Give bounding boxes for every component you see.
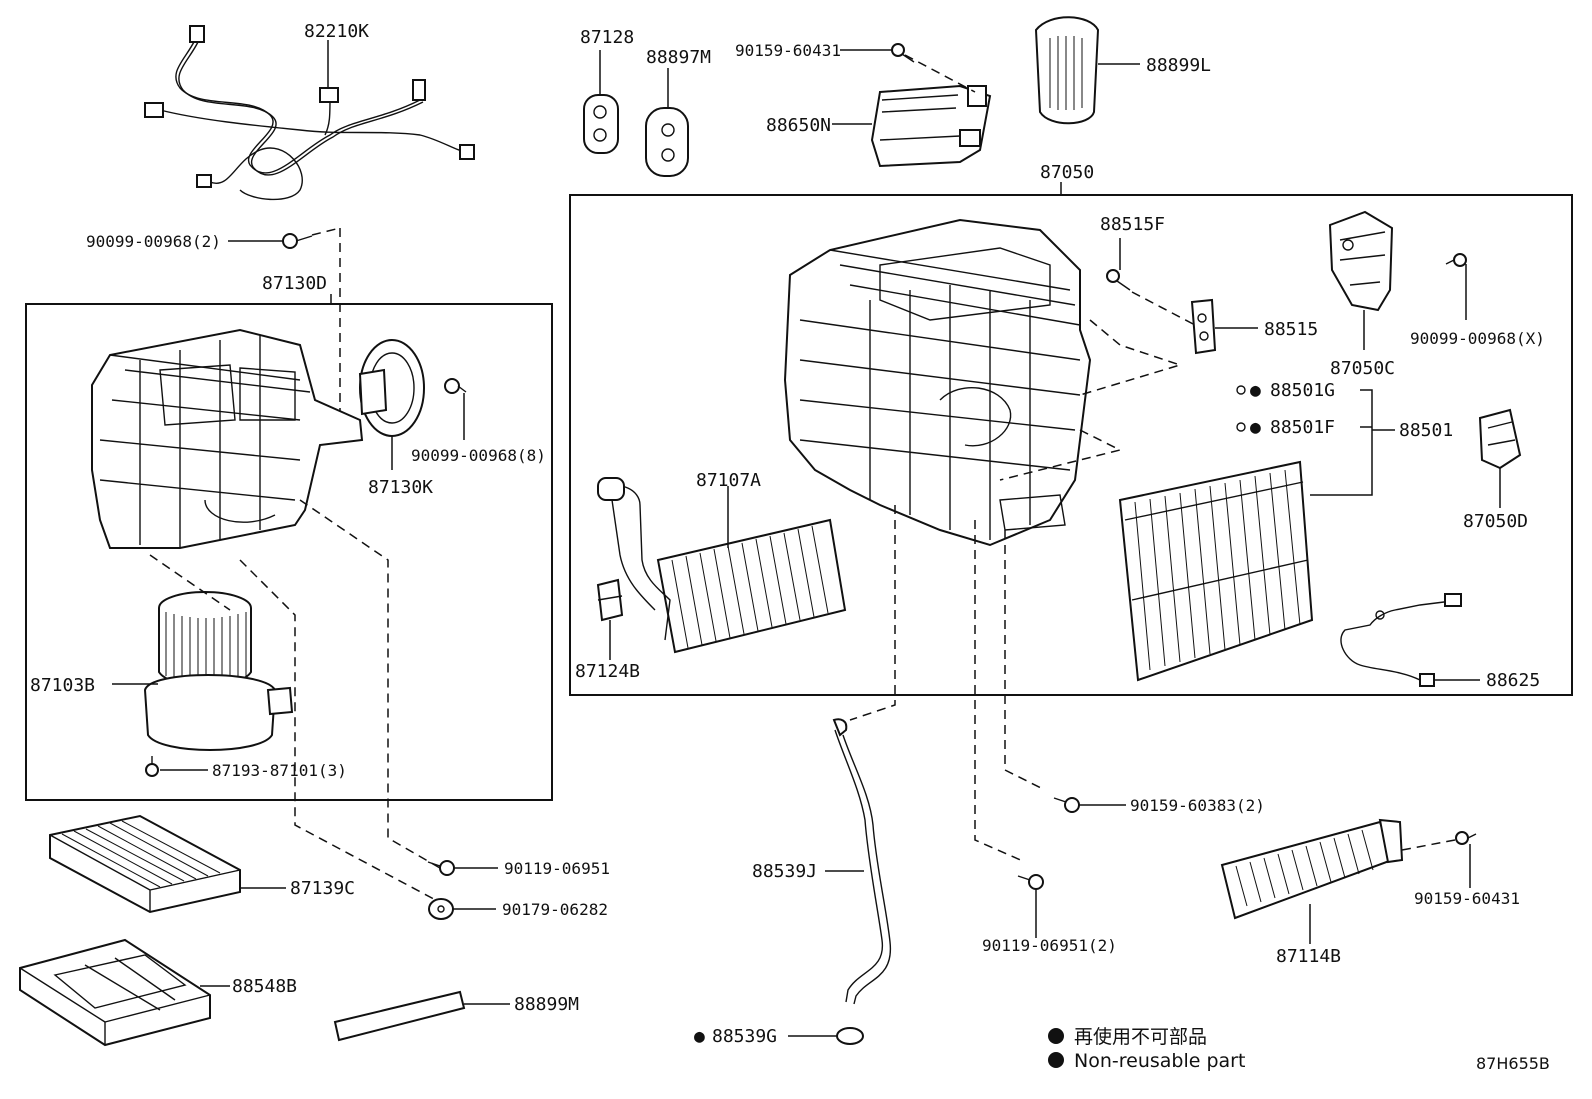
legend-bullet-jp — [1048, 1028, 1064, 1044]
o-ring-88501f — [1236, 422, 1246, 432]
wire-harness-82210k — [144, 25, 475, 201]
label-90119-06951-2: 90119-06951(2) — [982, 936, 1117, 955]
fan-shroud-87130k — [358, 339, 425, 470]
label-90159-60431-right: 90159-60431 — [1414, 889, 1520, 908]
label-90099-00968-x: 90099-00968(X) — [1410, 329, 1545, 348]
label-90099-00968-8: 90099-00968(8) — [411, 446, 546, 465]
label-82210k: 82210K — [304, 21, 369, 42]
evaporator-88501 — [1118, 460, 1314, 682]
screw-90119-06951-2 — [1017, 874, 1044, 938]
grommet-88539g — [788, 1027, 864, 1045]
bolt-88515f — [1106, 238, 1196, 326]
label-87050d: 87050D — [1463, 511, 1528, 532]
drain-hose-88539j — [825, 718, 892, 1005]
label-90119-06951: 90119-06951 — [504, 859, 610, 878]
clip-87124b — [596, 578, 624, 660]
label-87130d: 87130D — [262, 273, 327, 294]
legend: 再使用不可部品 Non-reusable part — [1048, 1026, 1245, 1072]
label-87050: 87050 — [1040, 162, 1094, 183]
label-90179-06282: 90179-06282 — [502, 900, 608, 919]
label-87124b: 87124B — [575, 661, 640, 682]
grommet-88897m — [645, 68, 689, 177]
label-87103b: 87103B — [30, 675, 95, 696]
label-87128: 87128 — [580, 27, 634, 48]
label-90159-60383-2: 90159-60383(2) — [1130, 796, 1265, 815]
ac-unit-case — [783, 218, 1092, 547]
label-87139c: 87139C — [290, 878, 355, 899]
screw-90099-00968-8 — [444, 378, 467, 440]
non-reusable-marker-88539g: ● — [694, 1026, 705, 1047]
label-88515: 88515 — [1264, 319, 1318, 340]
screw-90099-00968-x — [1445, 253, 1467, 320]
label-87193-87101-3: 87193-87101(3) — [212, 761, 347, 780]
actuator-87050c — [1328, 210, 1394, 350]
label-87130k: 87130K — [368, 477, 433, 498]
sensor-88625 — [1340, 593, 1480, 687]
screw-90119-06951 — [427, 860, 498, 876]
diagram-code: 87H655B — [1476, 1054, 1550, 1073]
label-87050c: 87050C — [1330, 358, 1395, 379]
legend-bullet-en — [1048, 1052, 1064, 1068]
non-reusable-marker-88501g: ● — [1250, 380, 1261, 401]
ac-unit-assembly-box — [569, 194, 1573, 696]
blower-case — [91, 328, 364, 549]
label-88897m: 88897M — [646, 47, 711, 68]
strip-88899m — [333, 990, 510, 1042]
grommet-87128 — [583, 50, 619, 154]
label-88539g: 88539G — [712, 1026, 777, 1047]
label-88548b: 88548B — [232, 976, 297, 997]
control-unit-88650n — [832, 43, 992, 168]
tray-88548b — [19, 938, 230, 1047]
label-90099-00968-2: 90099-00968(2) — [86, 232, 221, 251]
label-87107a: 87107A — [696, 470, 761, 491]
non-reusable-marker-88501f: ● — [1250, 417, 1261, 438]
screw-90159-60383-2 — [1053, 797, 1126, 813]
label-88501g: 88501G — [1270, 380, 1335, 401]
actuator-87050d — [1478, 408, 1522, 508]
label-90159-60431-top: 90159-60431 — [735, 41, 841, 60]
filter-87139c — [49, 814, 286, 914]
label-88501: 88501 — [1399, 420, 1453, 441]
heater-core-87107a — [597, 477, 847, 654]
label-88501f: 88501F — [1270, 417, 1335, 438]
screw-90099-00968-2 — [228, 227, 341, 420]
legend-text-jp: 再使用不可部品 — [1074, 1026, 1207, 1048]
part-88899l — [1034, 16, 1140, 125]
label-88899l: 88899L — [1146, 55, 1211, 76]
o-ring-88501g — [1236, 385, 1246, 395]
legend-text-en: Non-reusable part — [1074, 1050, 1245, 1072]
label-88899m: 88899M — [514, 994, 579, 1015]
blower-motor-87103b — [112, 591, 294, 777]
blower-assembly-box — [25, 303, 553, 801]
label-88515f: 88515F — [1100, 214, 1165, 235]
label-88539j: 88539J — [752, 861, 817, 882]
screw-90159-60431-right — [1455, 831, 1477, 888]
heater-87114b — [1220, 818, 1456, 944]
label-88650n: 88650N — [766, 115, 831, 136]
label-88625: 88625 — [1486, 670, 1540, 691]
expansion-valve-88515 — [1190, 298, 1258, 355]
label-87114b: 87114B — [1276, 946, 1341, 967]
washer-90179-06282 — [428, 898, 496, 920]
